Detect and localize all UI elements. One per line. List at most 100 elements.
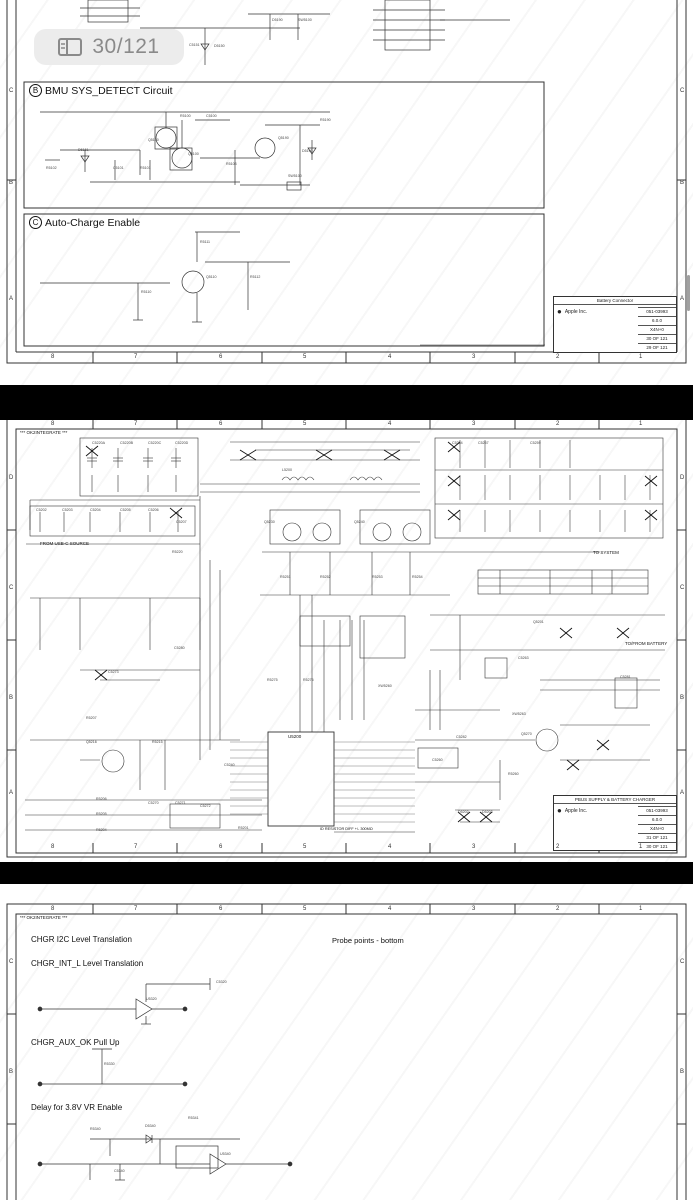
refdes-label: Q5100	[188, 152, 199, 156]
refdes-label: Q5110	[206, 275, 217, 279]
refdes-label: R5340	[90, 1127, 101, 1131]
refdes-label: Q5230	[264, 520, 275, 524]
col-label: 4	[388, 354, 392, 360]
refdes-label: C5260	[432, 758, 443, 762]
refdes-label: R5204	[96, 828, 107, 832]
refdes-label: C5207	[176, 520, 187, 524]
refdes-label: C5205	[120, 508, 131, 512]
company-name: Apple Inc.	[564, 807, 588, 814]
refdes-label: C5220D	[175, 441, 189, 445]
refdes-label: D5340	[145, 1124, 156, 1128]
refdes-label: C5273	[108, 670, 119, 674]
company-name: Apple Inc.	[564, 308, 588, 315]
col-label: 2	[556, 354, 560, 360]
col-label: 3	[472, 844, 476, 850]
row-label: A	[680, 296, 685, 302]
row-label: A	[9, 790, 14, 796]
company-row: ● Apple Inc.	[554, 804, 676, 817]
col-label: 5	[303, 421, 307, 427]
ok2integrate-label: *** OK2INTEGRATE ***	[20, 915, 68, 920]
refdes-label: C5340	[114, 1169, 125, 1173]
refdes-label: R5100	[180, 114, 191, 118]
refdes-label: U5340	[220, 1152, 231, 1156]
section-title: CHGR I2C Level Translation	[31, 935, 132, 944]
refdes-label: C5220B	[120, 441, 133, 445]
col-label: 8	[51, 421, 55, 427]
section-title: BMU SYS_DETECT Circuit	[45, 84, 173, 97]
scrollbar-thumb[interactable]	[687, 275, 690, 311]
col-label: 6	[219, 906, 223, 912]
version: X4N+0	[638, 325, 676, 334]
refdes-label: C5271	[175, 801, 186, 805]
sheet2-wires	[6, 420, 687, 858]
title-block-cells: 051-03993 6.0.0 X4N+0 31 OF 121 30 OF 12…	[638, 806, 676, 851]
col-label: 6	[219, 844, 223, 850]
refdes-label: R5215	[152, 740, 163, 744]
col-label: 8	[51, 906, 55, 912]
refdes-label: C5320	[216, 980, 227, 984]
pages-icon	[58, 38, 83, 56]
to-from-battery-label: TO/FROM BATTERY	[625, 641, 668, 646]
page-of: 31 OF 121	[638, 833, 676, 842]
refdes-label: C5101	[113, 166, 124, 170]
row-label: C	[680, 959, 685, 965]
title-block-heading: Battery Connector	[554, 297, 676, 305]
revision: 6.0.0	[638, 316, 676, 325]
row-label: C	[9, 88, 14, 94]
schematic-page-31[interactable]: *** OK2INTEGRATE *** Probe points - bott…	[0, 884, 693, 1200]
refdes-label: XW5260	[378, 684, 392, 688]
refdes-label: C5240	[224, 763, 235, 767]
page-of: 30 OF 121	[638, 334, 676, 343]
section-title: Delay for 3.8V VR Enable	[31, 1103, 123, 1112]
title-block: Battery Connector ● Apple Inc. 051-03993…	[553, 296, 677, 353]
col-label: 2	[556, 421, 560, 427]
col-label: 8	[51, 844, 55, 850]
row-label: B	[9, 1069, 14, 1075]
col-label: 5	[303, 354, 307, 360]
to-system-label: TO SYSTEM	[593, 550, 619, 555]
row-label: D	[680, 475, 685, 481]
row-label: C	[680, 88, 685, 94]
section-title: Auto-Charge Enable	[45, 216, 141, 229]
col-label: 8	[51, 354, 55, 360]
refdes-label: XW5263	[512, 712, 526, 716]
row-label: B	[680, 1069, 685, 1075]
company-row: ● Apple Inc.	[554, 305, 676, 318]
refdes-label: C5204	[90, 508, 101, 512]
col-label: 2	[556, 844, 560, 850]
refdes-label: Q5201	[533, 620, 544, 624]
from-usbc-label: FROM USB-C SOURCE	[40, 541, 90, 546]
refdes-label: D5150	[214, 44, 225, 48]
refdes-label: C5259	[530, 441, 541, 445]
col-label: 7	[134, 844, 138, 850]
refdes-label: SW5100	[288, 174, 302, 178]
page-indicator[interactable]: 30/121	[34, 29, 184, 65]
refdes-label: Q5240	[354, 520, 365, 524]
apple-logo-icon: ●	[557, 806, 562, 815]
refdes-label: R5251	[280, 575, 291, 579]
schematic-page-29[interactable]: D5190 SW5100 D5150 C5151 B BMU SYS_DETEC…	[0, 0, 693, 385]
refdes-label: D5190	[272, 18, 283, 22]
sheet-of: 30 OF 121	[638, 842, 676, 851]
probe-points-label: Probe points - bottom	[332, 936, 404, 945]
refdes-label: Q5190	[278, 136, 289, 140]
revision: 6.0.0	[638, 815, 676, 824]
col-label: 1	[639, 906, 643, 912]
refdes-label: R5254	[412, 575, 423, 579]
schematic-page-30[interactable]: *** OK2INTEGRATE *** FROM USB-C SOURCE T…	[0, 420, 693, 862]
row-label: A	[680, 790, 685, 796]
col-label: 6	[219, 421, 223, 427]
col-label: 3	[472, 906, 476, 912]
refdes-label: C5254	[452, 441, 463, 445]
refdes-label: R5201	[238, 826, 249, 830]
col-label: 4	[388, 421, 392, 427]
chip-refdes: U5200	[288, 734, 302, 739]
refdes-label: R5102	[46, 166, 57, 170]
col-label: 5	[303, 844, 307, 850]
refdes-label: C5203	[62, 508, 73, 512]
refdes-label: R5275	[267, 678, 278, 682]
section-b-heading: B BMU SYS_DETECT Circuit	[29, 84, 173, 97]
col-label: 1	[639, 421, 643, 427]
sheet3-wires	[6, 903, 687, 1200]
col-label: 3	[472, 354, 476, 360]
